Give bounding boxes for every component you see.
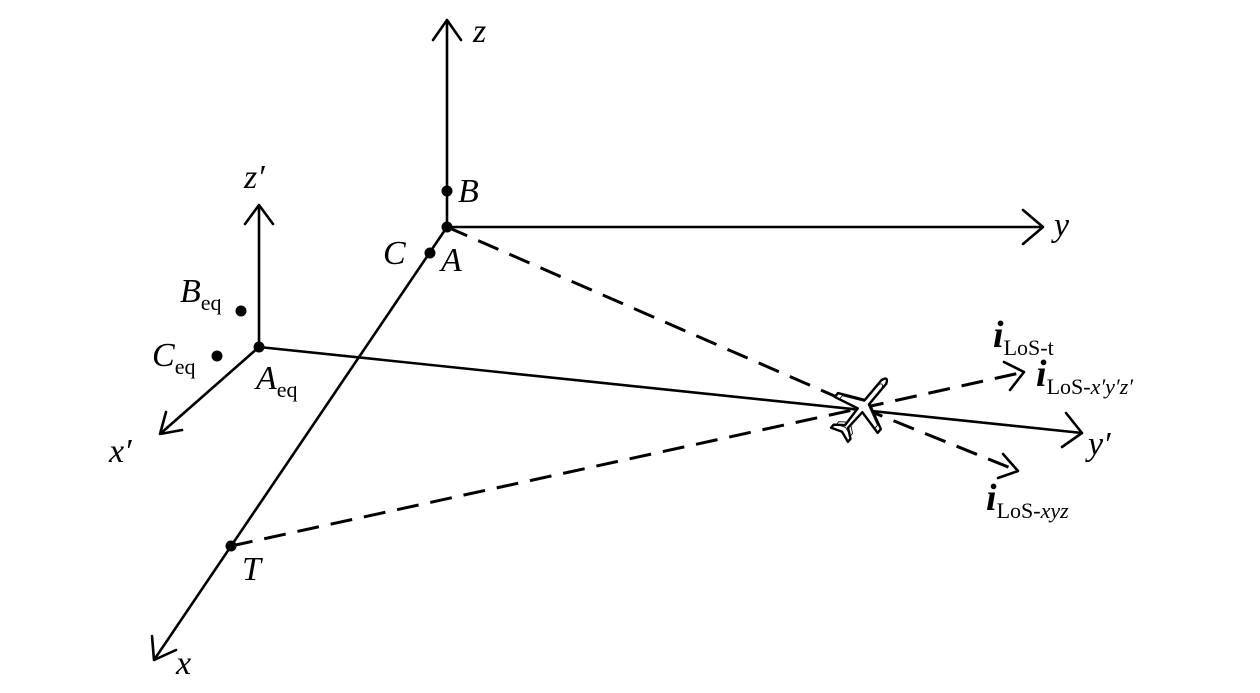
label-C-eq: Ceq (152, 337, 195, 379)
label-x-prime: x′ (108, 433, 132, 470)
z-axis-arrowhead (431, 18, 463, 42)
vector-labels: iLoS-t iLoS-x′y′z′ iLoS-xyz (986, 314, 1134, 523)
label-C: C (383, 235, 406, 272)
point-A-eq (253, 341, 265, 353)
label-y-prime: y′ (1085, 426, 1111, 463)
point-B-eq (235, 305, 247, 317)
label-i-los-t: iLoS-t (993, 314, 1054, 360)
axis-labels: z y x z′ y′ x′ (108, 13, 1111, 682)
z-prime-axis-arrowhead (243, 203, 275, 226)
airplane-icon (829, 377, 889, 444)
los-t-arrowhead (1002, 360, 1026, 392)
los-line-from-T (230, 406, 863, 548)
label-B-eq: Beq (180, 273, 222, 315)
point-C (424, 247, 436, 259)
x-prime-axis (159, 346, 260, 435)
x-axis-arrowhead (150, 634, 178, 662)
point-labels: B A C T Aeq Beq Ceq (152, 173, 479, 588)
equivalent-frame (158, 203, 1084, 449)
label-A: A (439, 242, 462, 279)
label-i-los-xpypzp: iLoS-x′y′z′ (1036, 353, 1134, 399)
y-prime-axis-arrowhead (1060, 411, 1084, 449)
point-T (225, 540, 237, 552)
lines-of-sight (230, 225, 1026, 548)
los-t-vector-line (861, 370, 1025, 410)
point-B (441, 185, 453, 197)
label-y: y (1051, 207, 1070, 244)
los-line-from-A (446, 225, 863, 410)
x-axis (152, 226, 449, 661)
los-xyz-arrowhead (996, 452, 1020, 480)
y-axis-arrowhead (1021, 208, 1045, 246)
label-z: z (472, 13, 486, 50)
point-C-eq (211, 350, 223, 362)
label-A-eq: Aeq (254, 360, 298, 402)
label-T: T (242, 551, 263, 588)
x-prime-axis-arrowhead (158, 410, 184, 436)
los-xyz-vector-line (861, 406, 1019, 473)
label-z-prime: z′ (243, 159, 265, 196)
label-x: x (175, 645, 191, 682)
point-A (441, 221, 453, 233)
label-B: B (458, 173, 479, 210)
main-frame (150, 18, 1045, 662)
label-i-los-xyz: iLoS-xyz (986, 477, 1069, 523)
y-prime-axis (258, 345, 1083, 435)
